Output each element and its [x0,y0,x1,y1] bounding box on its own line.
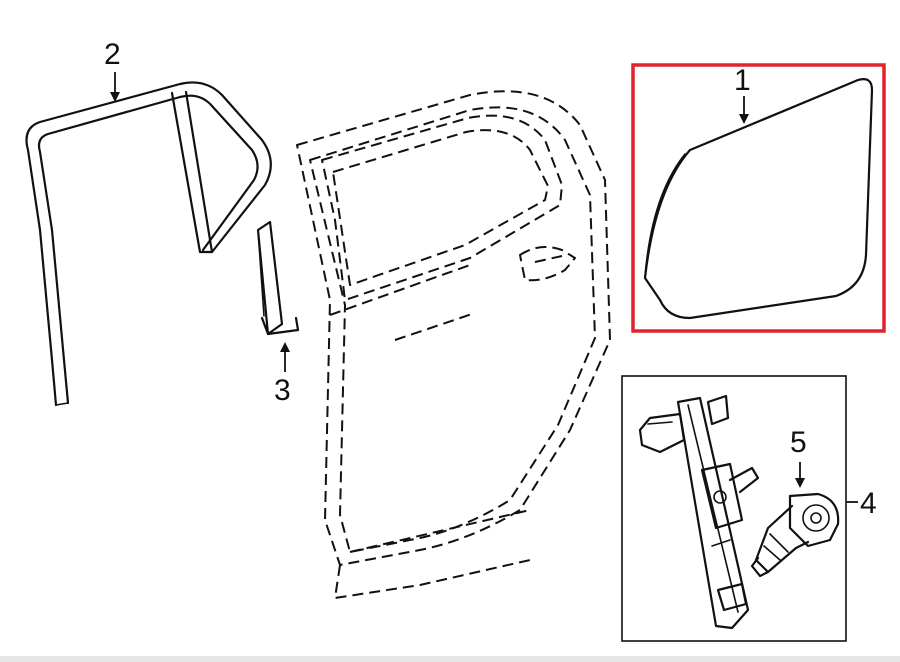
door-glass[interactable] [643,78,874,320]
callout-3: 3 [274,374,291,407]
bottom-divider [0,656,900,662]
callout-1: 1 [734,64,751,97]
callout-5-group: 5 [790,426,807,488]
regulator-assembly-frame: 4 [621,375,877,642]
callout-2: 2 [104,38,121,71]
callout-4: 4 [860,487,877,520]
highlight-frame-part-1 [631,63,886,333]
callout-5: 5 [790,426,807,459]
callout-3-group: 3 [274,342,291,407]
door-shell-outline [296,90,611,599]
applique-molding[interactable] [256,220,300,336]
callout-2-group: 2 [104,38,121,102]
window-regulator[interactable] [638,394,760,630]
regulator-motor[interactable] [750,492,840,578]
window-run-channel[interactable] [25,81,272,407]
callout-1-group: 1 [734,64,751,124]
